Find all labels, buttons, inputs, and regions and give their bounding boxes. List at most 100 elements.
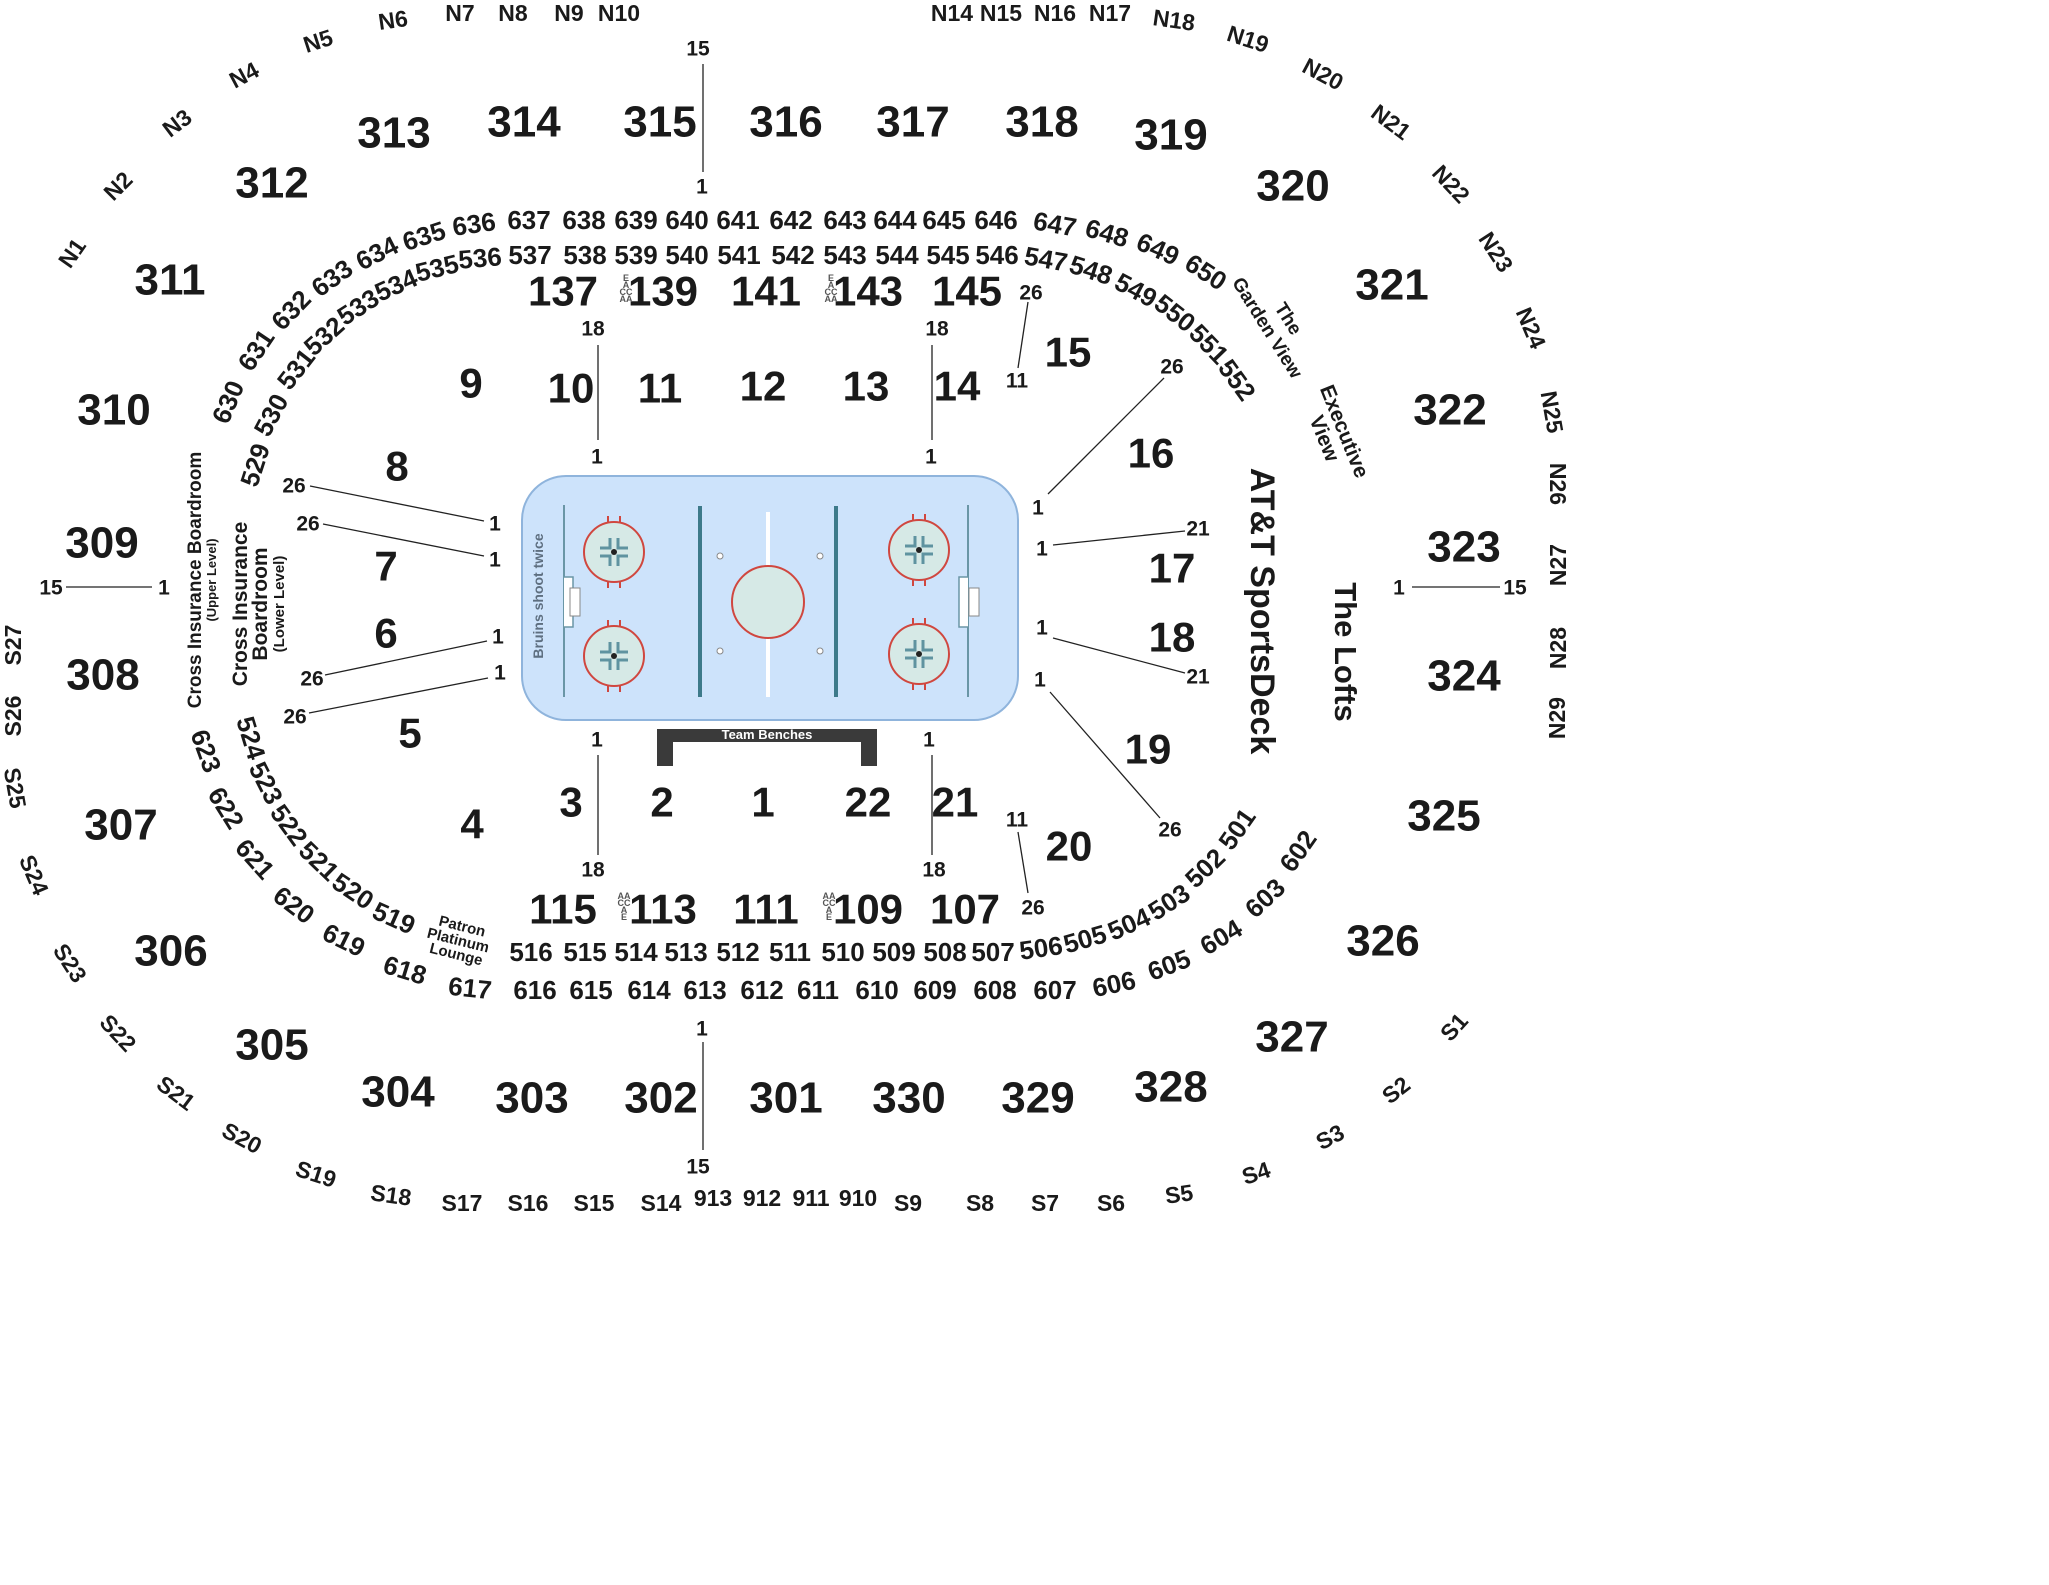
section-6xx-604[interactable]: 604 bbox=[1195, 913, 1248, 961]
section-5xx-508[interactable]: 508 bbox=[923, 937, 966, 967]
section-6xx-644[interactable]: 644 bbox=[873, 205, 917, 235]
section-loge-20[interactable]: 20 bbox=[1046, 823, 1093, 870]
section-6xx-645[interactable]: 645 bbox=[922, 205, 965, 235]
section-1xx-109[interactable]: 109 bbox=[833, 886, 903, 933]
section-loge-17[interactable]: 17 bbox=[1149, 545, 1196, 592]
section-loge-19[interactable]: 19 bbox=[1125, 726, 1172, 773]
section-ring-S15[interactable]: S15 bbox=[574, 1190, 615, 1215]
section-1xx-115[interactable]: 115 bbox=[529, 886, 597, 933]
section-6xx-619[interactable]: 619 bbox=[318, 917, 370, 963]
section-loge-9[interactable]: 9 bbox=[459, 360, 482, 407]
section-6xx-609[interactable]: 609 bbox=[913, 975, 956, 1005]
section-5xx-546[interactable]: 546 bbox=[975, 240, 1018, 270]
section-5xx-507[interactable]: 507 bbox=[971, 937, 1014, 967]
section-1xx-145[interactable]: 145 bbox=[932, 268, 1002, 315]
section-6xx-647[interactable]: 647 bbox=[1031, 205, 1079, 242]
section-3xx-320[interactable]: 320 bbox=[1256, 162, 1329, 211]
section-1xx-143[interactable]: 143 bbox=[833, 268, 903, 315]
section-ring-S9[interactable]: S9 bbox=[894, 1190, 922, 1215]
section-5xx-541[interactable]: 541 bbox=[717, 240, 760, 270]
section-ring-N18[interactable]: N18 bbox=[1151, 4, 1197, 36]
section-6xx-638[interactable]: 638 bbox=[562, 205, 605, 235]
section-ring-S23[interactable]: S23 bbox=[48, 939, 92, 987]
section-5xx-505[interactable]: 505 bbox=[1060, 919, 1110, 960]
section-3xx-315[interactable]: 315 bbox=[623, 98, 696, 147]
section-6xx-620[interactable]: 620 bbox=[268, 880, 321, 930]
section-5xx-536[interactable]: 536 bbox=[457, 241, 503, 275]
section-ring-912[interactable]: 912 bbox=[743, 1185, 781, 1211]
section-6xx-630[interactable]: 630 bbox=[206, 376, 251, 428]
section-ring-N17[interactable]: N17 bbox=[1089, 0, 1131, 26]
section-ring-N29[interactable]: N29 bbox=[1544, 697, 1568, 739]
section-6xx-603[interactable]: 603 bbox=[1239, 872, 1291, 924]
section-6xx-602[interactable]: 602 bbox=[1273, 825, 1322, 878]
section-6xx-622[interactable]: 622 bbox=[202, 782, 250, 835]
section-ring-S18[interactable]: S18 bbox=[369, 1179, 413, 1210]
section-loge-7[interactable]: 7 bbox=[374, 543, 397, 590]
section-1xx-141[interactable]: 141 bbox=[731, 268, 801, 315]
section-3xx-324[interactable]: 324 bbox=[1427, 652, 1501, 701]
section-loge-5[interactable]: 5 bbox=[398, 710, 421, 757]
section-5xx-501[interactable]: 501 bbox=[1212, 803, 1261, 856]
section-5xx-539[interactable]: 539 bbox=[614, 240, 657, 270]
section-loge-16[interactable]: 16 bbox=[1128, 430, 1175, 477]
section-5xx-542[interactable]: 542 bbox=[771, 240, 814, 270]
section-6xx-631[interactable]: 631 bbox=[231, 324, 280, 377]
section-ring-N22[interactable]: N22 bbox=[1427, 160, 1475, 209]
section-6xx-608[interactable]: 608 bbox=[973, 975, 1016, 1005]
section-5xx-547[interactable]: 547 bbox=[1022, 240, 1070, 277]
section-ring-S3[interactable]: S3 bbox=[1311, 1119, 1348, 1155]
section-3xx-327[interactable]: 327 bbox=[1255, 1013, 1328, 1062]
section-ring-N16[interactable]: N16 bbox=[1034, 0, 1076, 26]
section-6xx-618[interactable]: 618 bbox=[380, 949, 430, 990]
section-3xx-323[interactable]: 323 bbox=[1427, 523, 1500, 572]
section-6xx-642[interactable]: 642 bbox=[769, 205, 812, 235]
section-3xx-305[interactable]: 305 bbox=[235, 1021, 308, 1070]
section-ring-N2[interactable]: N2 bbox=[98, 166, 137, 205]
section-5xx-511[interactable]: 511 bbox=[769, 937, 811, 967]
section-ring-N1[interactable]: N1 bbox=[53, 233, 91, 272]
section-6xx-616[interactable]: 616 bbox=[513, 975, 556, 1005]
section-6xx-650[interactable]: 650 bbox=[1180, 248, 1233, 297]
section-loge-3[interactable]: 3 bbox=[559, 779, 582, 826]
section-ring-N3[interactable]: N3 bbox=[157, 104, 196, 142]
section-ring-S26[interactable]: S26 bbox=[0, 696, 26, 737]
section-ring-S1[interactable]: S1 bbox=[1435, 1008, 1473, 1046]
section-ring-N9[interactable]: N9 bbox=[554, 0, 583, 26]
section-loge-10[interactable]: 10 bbox=[548, 365, 595, 412]
section-ring-S22[interactable]: S22 bbox=[95, 1009, 142, 1057]
section-6xx-612[interactable]: 612 bbox=[740, 975, 783, 1005]
section-3xx-312[interactable]: 312 bbox=[235, 159, 308, 208]
section-5xx-537[interactable]: 537 bbox=[508, 240, 551, 270]
section-ring-N25[interactable]: N25 bbox=[1536, 389, 1568, 435]
section-ring-N26[interactable]: N26 bbox=[1545, 463, 1568, 505]
section-1xx-113[interactable]: 113 bbox=[629, 886, 697, 933]
section-loge-21[interactable]: 21 bbox=[932, 779, 979, 826]
section-ring-S14[interactable]: S14 bbox=[641, 1190, 682, 1215]
section-5xx-513[interactable]: 513 bbox=[664, 937, 707, 967]
section-5xx-523[interactable]: 523 bbox=[243, 757, 289, 809]
section-3xx-314[interactable]: 314 bbox=[487, 98, 561, 147]
section-3xx-304[interactable]: 304 bbox=[361, 1068, 435, 1117]
section-ring-N5[interactable]: N5 bbox=[300, 24, 336, 58]
section-ring-S8[interactable]: S8 bbox=[966, 1190, 994, 1215]
section-6xx-621[interactable]: 621 bbox=[229, 833, 280, 885]
section-6xx-617[interactable]: 617 bbox=[447, 971, 493, 1005]
section-5xx-519[interactable]: 519 bbox=[368, 895, 420, 940]
section-ring-N19[interactable]: N19 bbox=[1224, 20, 1272, 58]
section-ring-S7[interactable]: S7 bbox=[1031, 1190, 1059, 1215]
section-5xx-512[interactable]: 512 bbox=[716, 937, 759, 967]
section-ring-S19[interactable]: S19 bbox=[293, 1155, 340, 1192]
section-5xx-535[interactable]: 535 bbox=[412, 248, 461, 288]
section-6xx-614[interactable]: 614 bbox=[627, 975, 671, 1005]
section-1xx-111[interactable]: 111 bbox=[733, 886, 798, 933]
section-6xx-648[interactable]: 648 bbox=[1082, 213, 1132, 254]
section-loge-11[interactable]: 11 bbox=[638, 365, 682, 412]
section-6xx-637[interactable]: 637 bbox=[507, 205, 550, 235]
section-6xx-639[interactable]: 639 bbox=[614, 205, 657, 235]
section-5xx-548[interactable]: 548 bbox=[1066, 249, 1117, 291]
section-loge-15[interactable]: 15 bbox=[1045, 329, 1092, 376]
section-5xx-509[interactable]: 509 bbox=[872, 937, 915, 967]
section-loge-22[interactable]: 22 bbox=[845, 779, 892, 826]
section-5xx-543[interactable]: 543 bbox=[823, 240, 866, 270]
